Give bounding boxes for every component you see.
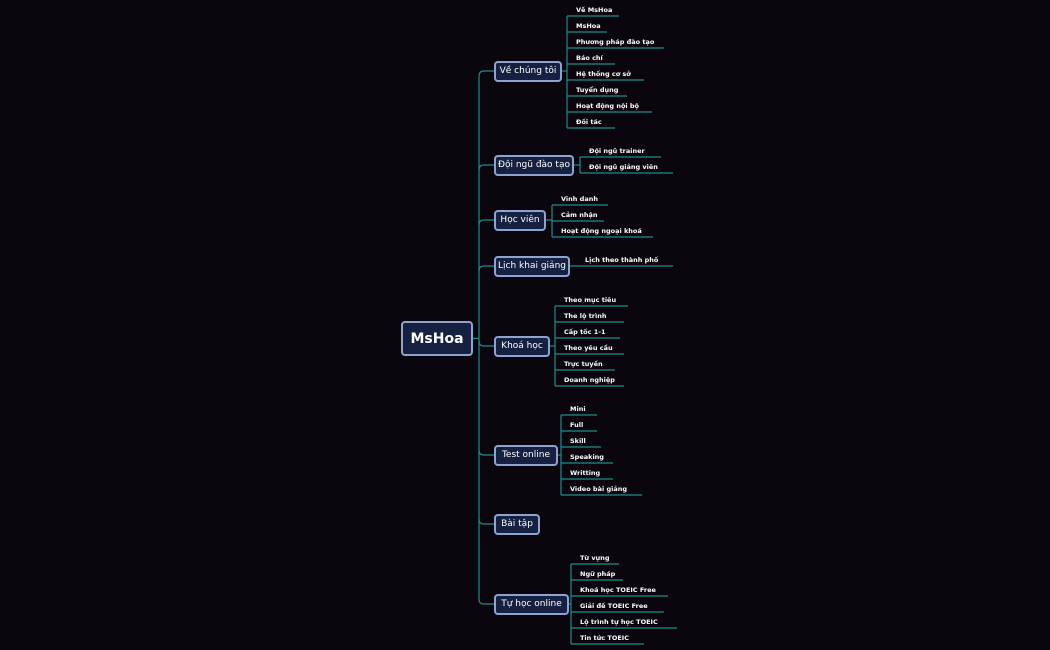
leaf-ve-mshoa[interactable]: Về MsHoa [576, 6, 613, 14]
leaf-theo-yeu-cau[interactable]: Theo yêu cầu [564, 344, 613, 352]
leaf-full[interactable]: Full [570, 421, 584, 429]
branch-connector [478, 340, 494, 347]
leaf-skill[interactable]: Skill [570, 437, 586, 445]
leaf-lo-trinh-tu-hoc-toeic[interactable]: Lộ trình tự học TOEIC [580, 618, 658, 626]
leaf-mini[interactable]: Mini [570, 405, 586, 413]
branch-node-ve-chung-toi[interactable]: Về chúng tôi [494, 60, 562, 82]
leaf-mshoa[interactable]: MsHoa [576, 22, 601, 30]
leaf-doi-ngu-giang-vien[interactable]: Đội ngũ giảng viên [589, 163, 658, 171]
leaf-the-lo-trinh[interactable]: The lộ trình [564, 312, 607, 320]
branch-node-bai-tap[interactable]: Bài tập [494, 513, 540, 535]
leaf-vinh-danh[interactable]: Vinh danh [561, 195, 598, 203]
leaf-phuong-phap-dao-tao[interactable]: Phương pháp đào tạo [576, 38, 655, 46]
leaf-giai-de-toeic-free[interactable]: Giải đề TOEIC Free [580, 602, 648, 610]
leaf-ngu-phap[interactable]: Ngữ pháp [580, 570, 616, 578]
branch-connector [478, 219, 494, 226]
branch-connector [478, 449, 494, 456]
leaf-hoat-dong-ngoai-khoa[interactable]: Hoạt động ngoại khoá [561, 227, 642, 235]
leaf-doi-ngu-trainer[interactable]: Đội ngũ trainer [589, 147, 645, 155]
leaf-doanh-nghiep[interactable]: Doanh nghiệp [564, 376, 615, 384]
leaf-cap-toc-1-1[interactable]: Cấp tốc 1-1 [564, 328, 606, 336]
leaf-he-thong-co-so[interactable]: Hệ thống cơ sở [576, 70, 631, 78]
branch-node-khoa-hoc[interactable]: Khoá học [494, 335, 550, 357]
branch-connector [478, 265, 494, 272]
branch-node-lich-khai-giang[interactable]: Lịch khai giảng [494, 255, 570, 277]
leaf-speaking[interactable]: Speaking [570, 453, 604, 461]
branch-connector [478, 598, 494, 605]
leaf-doi-tac[interactable]: Đối tác [576, 118, 602, 126]
leaf-theo-muc-tieu[interactable]: Theo mục tiêu [564, 296, 617, 304]
branch-connector [478, 518, 494, 525]
leaf-hoat-dong-noi-bo[interactable]: Hoạt động nội bộ [576, 102, 640, 110]
root-node-mshoa[interactable]: MsHoa [401, 321, 473, 356]
branch-node-doi-ngu-dao-tao[interactable]: Đội ngũ đào tạo [494, 154, 574, 176]
branch-node-tu-hoc-online[interactable]: Tự học online [494, 593, 569, 615]
leaf-tin-tuc-toeic[interactable]: Tin tức TOEIC [580, 634, 629, 642]
leaf-truc-tuyen[interactable]: Trực tuyến [564, 360, 603, 368]
branch-node-test-online[interactable]: Test online [494, 444, 558, 466]
leaf-cam-nhan[interactable]: Cảm nhận [561, 211, 598, 219]
leaf-video-bai-giang[interactable]: Video bài giảng [570, 485, 628, 493]
leaf-lich-theo-thanh-pho[interactable]: Lịch theo thành phố [585, 256, 659, 264]
leaf-khoa-hoc-toeic-free[interactable]: Khoá học TOEIC Free [580, 586, 656, 594]
branch-connector [478, 70, 494, 77]
leaf-writting[interactable]: Writting [570, 469, 601, 477]
leaf-tu-vung[interactable]: Từ vựng [580, 554, 610, 562]
leaf-bao-chi[interactable]: Báo chí [576, 54, 603, 62]
leaf-tuyen-dung[interactable]: Tuyển dụng [576, 86, 619, 94]
branch-node-hoc-vien[interactable]: Học viên [494, 209, 546, 231]
branch-connector [478, 164, 494, 171]
